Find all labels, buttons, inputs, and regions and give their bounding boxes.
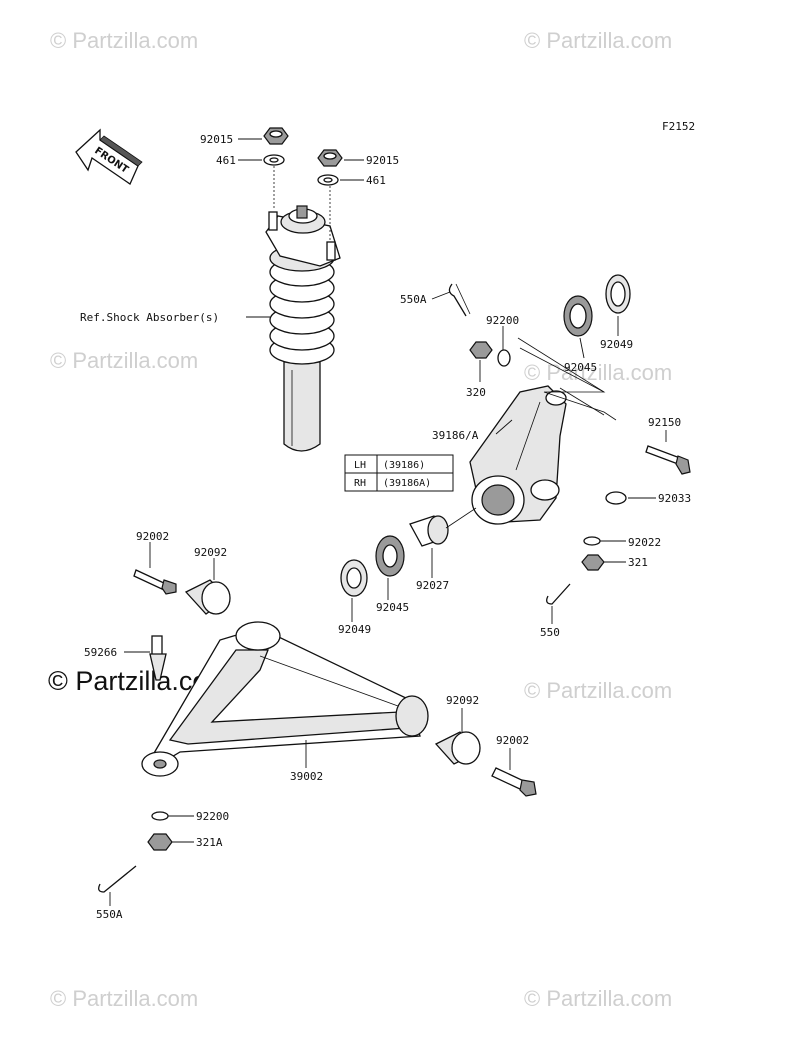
watermark-text: © Partzilla.com (524, 28, 672, 53)
washer-461-icon (317, 174, 339, 186)
label-92015: 92015 (200, 133, 233, 146)
label-461: 461 (366, 174, 386, 187)
label-461: 461 (216, 154, 236, 167)
washer-92022-icon (583, 536, 601, 546)
washer-92200-icon (497, 349, 511, 367)
label-92022: 92022 (628, 536, 661, 549)
label-321A: 321A (196, 836, 223, 849)
watermark-text: © Partzilla.com (524, 360, 672, 385)
cotter-pin-550A-icon (98, 865, 137, 893)
bushing-92092-icon (184, 579, 231, 615)
label-39002: 39002 (290, 770, 323, 783)
watermarks: © Partzilla.com © Partzilla.com © Partzi… (48, 28, 672, 1011)
snap-ring-92033-icon (605, 491, 627, 505)
label-92002: 92002 (496, 734, 529, 747)
nut-321A-icon (147, 833, 173, 851)
label-92150: 92150 (648, 416, 681, 429)
label-92200: 92200 (196, 810, 229, 823)
cotter-pin-550-icon (546, 583, 571, 605)
label-550: 550 (540, 626, 560, 639)
figure-code: F2152 (662, 120, 695, 133)
watermark-text: © Partzilla.com (50, 348, 198, 373)
leader-lines (109, 138, 667, 906)
table-part-rh: (39186A) (383, 478, 431, 489)
label-92015: 92015 (366, 154, 399, 167)
label-39186: 39186/A (432, 429, 479, 442)
bushing-92092-icon (434, 731, 481, 765)
table-part-lh: (39186) (383, 460, 425, 471)
table-side-lh: LH (354, 460, 366, 471)
bearing-92045-icon (563, 295, 593, 337)
washer-461-icon (263, 154, 285, 166)
bolt-92150-icon (645, 445, 691, 475)
label-92200: 92200 (486, 314, 519, 327)
table-side-rh: RH (354, 478, 366, 489)
label-92045: 92045 (564, 361, 597, 374)
nut-320-icon (469, 341, 493, 359)
bolt-92002-icon (133, 569, 177, 595)
label-92033: 92033 (658, 492, 691, 505)
nut-92015-icon (317, 149, 343, 167)
washer-92200-icon (151, 811, 169, 821)
label-92092: 92092 (194, 546, 227, 559)
watermark-text: © Partzilla.com (50, 28, 198, 53)
label-550A: 550A (400, 293, 427, 306)
a-arm-39002 (141, 621, 429, 777)
label-550A: 550A (96, 908, 123, 921)
watermark-text: © Partzilla.com (524, 986, 672, 1011)
watermark-text: © Partzilla.com (524, 678, 672, 703)
knuckle-39186 (469, 385, 567, 525)
bearing-92045-icon (375, 535, 405, 577)
label-92045: 92045 (376, 601, 409, 614)
label-92049: 92049 (338, 623, 371, 636)
part-labels: 92015 461 92015 461 Ref.Shock Absorber(s… (80, 133, 691, 921)
nut-321-icon (581, 554, 605, 571)
seal-92049-icon (605, 274, 631, 314)
label-321: 321 (628, 556, 648, 569)
cotter-pin-550A-icon (448, 283, 471, 317)
label-92049: 92049 (600, 338, 633, 351)
side-table: LH (39186) RH (39186A) (344, 454, 454, 492)
spacer-92027-icon (409, 515, 449, 547)
watermark-text: © Partzilla.com (50, 986, 198, 1011)
label-320: 320 (466, 386, 486, 399)
shock-absorber (265, 205, 341, 452)
label-92092: 92092 (446, 694, 479, 707)
ball-joint-59266-icon (149, 635, 167, 681)
front-arrow-icon: FRONT (75, 128, 143, 185)
label-92027: 92027 (416, 579, 449, 592)
label-59266: 59266 (84, 646, 117, 659)
label-shock-absorber: Ref.Shock Absorber(s) (80, 311, 219, 324)
nut-92015-icon (263, 127, 289, 145)
bolt-92002-icon (491, 767, 537, 797)
seal-92049-icon (340, 559, 368, 597)
label-92002: 92002 (136, 530, 169, 543)
